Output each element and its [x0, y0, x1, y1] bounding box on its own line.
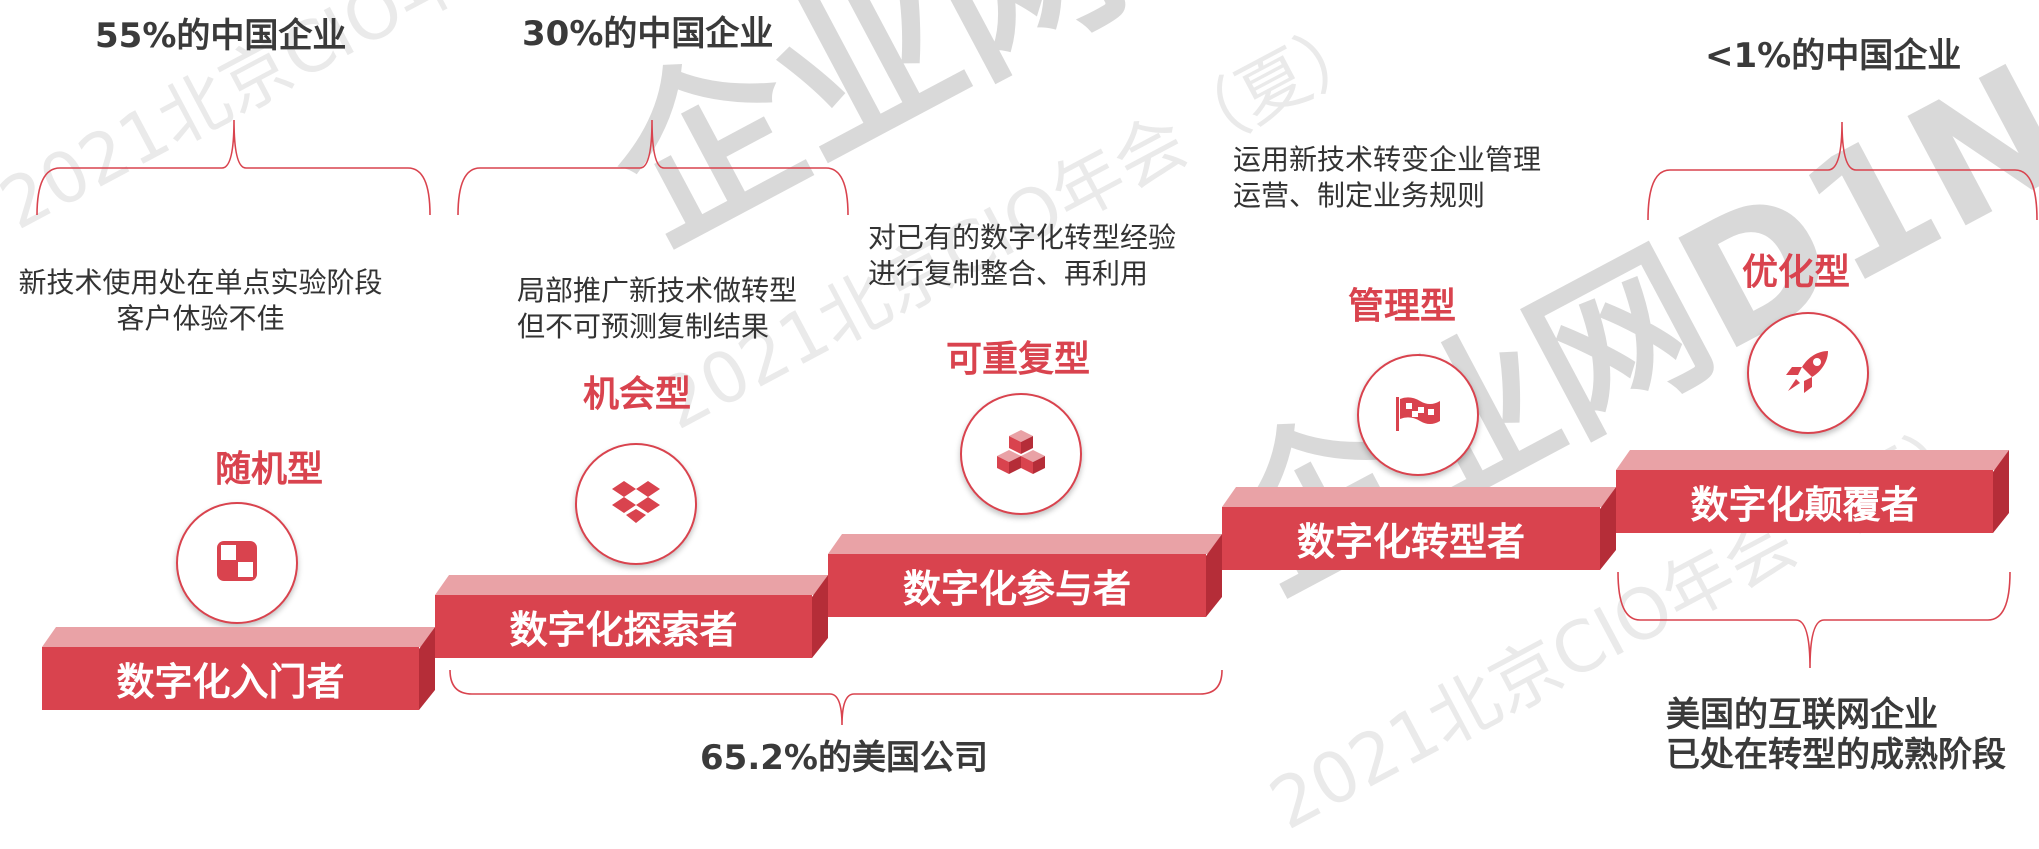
- circle-opportunity: [575, 443, 697, 565]
- step-disruptor-label: 数字化颠覆者: [1616, 470, 1993, 533]
- top-label-55: 55%的中国企业: [95, 16, 347, 56]
- bottom-label-us-mature-line2: 已处在转型的成熟阶段: [1666, 735, 2006, 775]
- cubes-icon: [995, 428, 1047, 480]
- type-label-repeatable: 可重复型: [946, 339, 1091, 380]
- step-participant-top: [828, 534, 1222, 554]
- step-disruptor-side: [1993, 450, 2009, 533]
- step-explorer-side: [812, 575, 828, 658]
- step-explorer-label: 数字化探索者: [435, 595, 812, 658]
- step-disruptor-top: [1616, 450, 2009, 470]
- description-opportunity: 局部推广新技术做转型 但不可预测复制结果: [517, 273, 797, 345]
- step-participant-side: [1206, 534, 1222, 617]
- top-label-30: 30%的中国企业: [522, 14, 774, 54]
- description-random: 新技术使用处在单点实验阶段 客户体验不佳: [8, 265, 393, 337]
- step-transformer-side: [1600, 487, 1616, 570]
- step-beginner-top: [42, 627, 435, 647]
- type-label-random: 随机型: [215, 449, 324, 490]
- brackets-layer: [36, 119, 2038, 726]
- type-label-optimized: 优化型: [1742, 252, 1851, 293]
- description-opportunity-line1: 局部推广新技术做转型: [517, 274, 798, 307]
- step-transformer: 数字化转型者: [1222, 487, 1616, 570]
- description-managed: 运用新技术转变企业管理 运营、制定业务规则: [1233, 142, 1541, 214]
- step-participant-label: 数字化参与者: [828, 554, 1206, 617]
- puzzle-square-icon: [215, 539, 259, 587]
- step-beginner-side: [419, 627, 435, 710]
- top-label-1: <1%的中国企业: [1705, 36, 1962, 76]
- bottom-bracket-us: [449, 669, 1223, 726]
- bottom-bracket-mature: [1617, 571, 2011, 669]
- bottom-label-us-mature: 美国的互联网企业 已处在转型的成熟阶段: [1666, 695, 2006, 775]
- step-participant: 数字化参与者: [828, 534, 1222, 617]
- circle-optimized: [1747, 312, 1869, 434]
- top-bracket-2: [457, 119, 849, 216]
- circle-repeatable: [960, 393, 1082, 515]
- dropbox-icon: [612, 479, 660, 529]
- description-repeatable-line1: 对已有的数字化转型经验: [868, 221, 1177, 254]
- description-opportunity-line2: 但不可预测复制结果: [517, 310, 770, 343]
- top-bracket-1: [36, 119, 431, 216]
- step-transformer-label: 数字化转型者: [1222, 507, 1600, 570]
- step-transformer-top: [1222, 487, 1616, 507]
- description-managed-line2: 运营、制定业务规则: [1233, 179, 1486, 212]
- bottom-label-us-percent: 65.2%的美国公司: [700, 738, 988, 778]
- step-beginner-label: 数字化入门者: [42, 647, 419, 710]
- type-label-opportunity: 机会型: [583, 374, 692, 415]
- step-beginner: 数字化入门者: [42, 627, 435, 710]
- step-explorer: 数字化探索者: [435, 575, 828, 658]
- flag-icon: [1394, 393, 1442, 437]
- type-label-managed: 管理型: [1348, 286, 1457, 327]
- circle-managed: [1357, 354, 1479, 476]
- bottom-label-us-mature-line1: 美国的互联网企业: [1666, 695, 1938, 735]
- description-random-line2: 客户体验不佳: [116, 302, 285, 335]
- rocket-icon: [1784, 347, 1832, 399]
- step-disruptor: 数字化颠覆者: [1616, 450, 2009, 533]
- description-managed-line1: 运用新技术转变企业管理: [1233, 143, 1542, 176]
- circle-random: [176, 502, 298, 624]
- description-repeatable: 对已有的数字化转型经验 进行复制整合、再利用: [868, 220, 1176, 292]
- top-bracket-3: [1647, 121, 2038, 221]
- step-explorer-top: [435, 575, 828, 595]
- description-random-line1: 新技术使用处在单点实验阶段: [18, 266, 383, 299]
- description-repeatable-line2: 进行复制整合、再利用: [868, 257, 1149, 290]
